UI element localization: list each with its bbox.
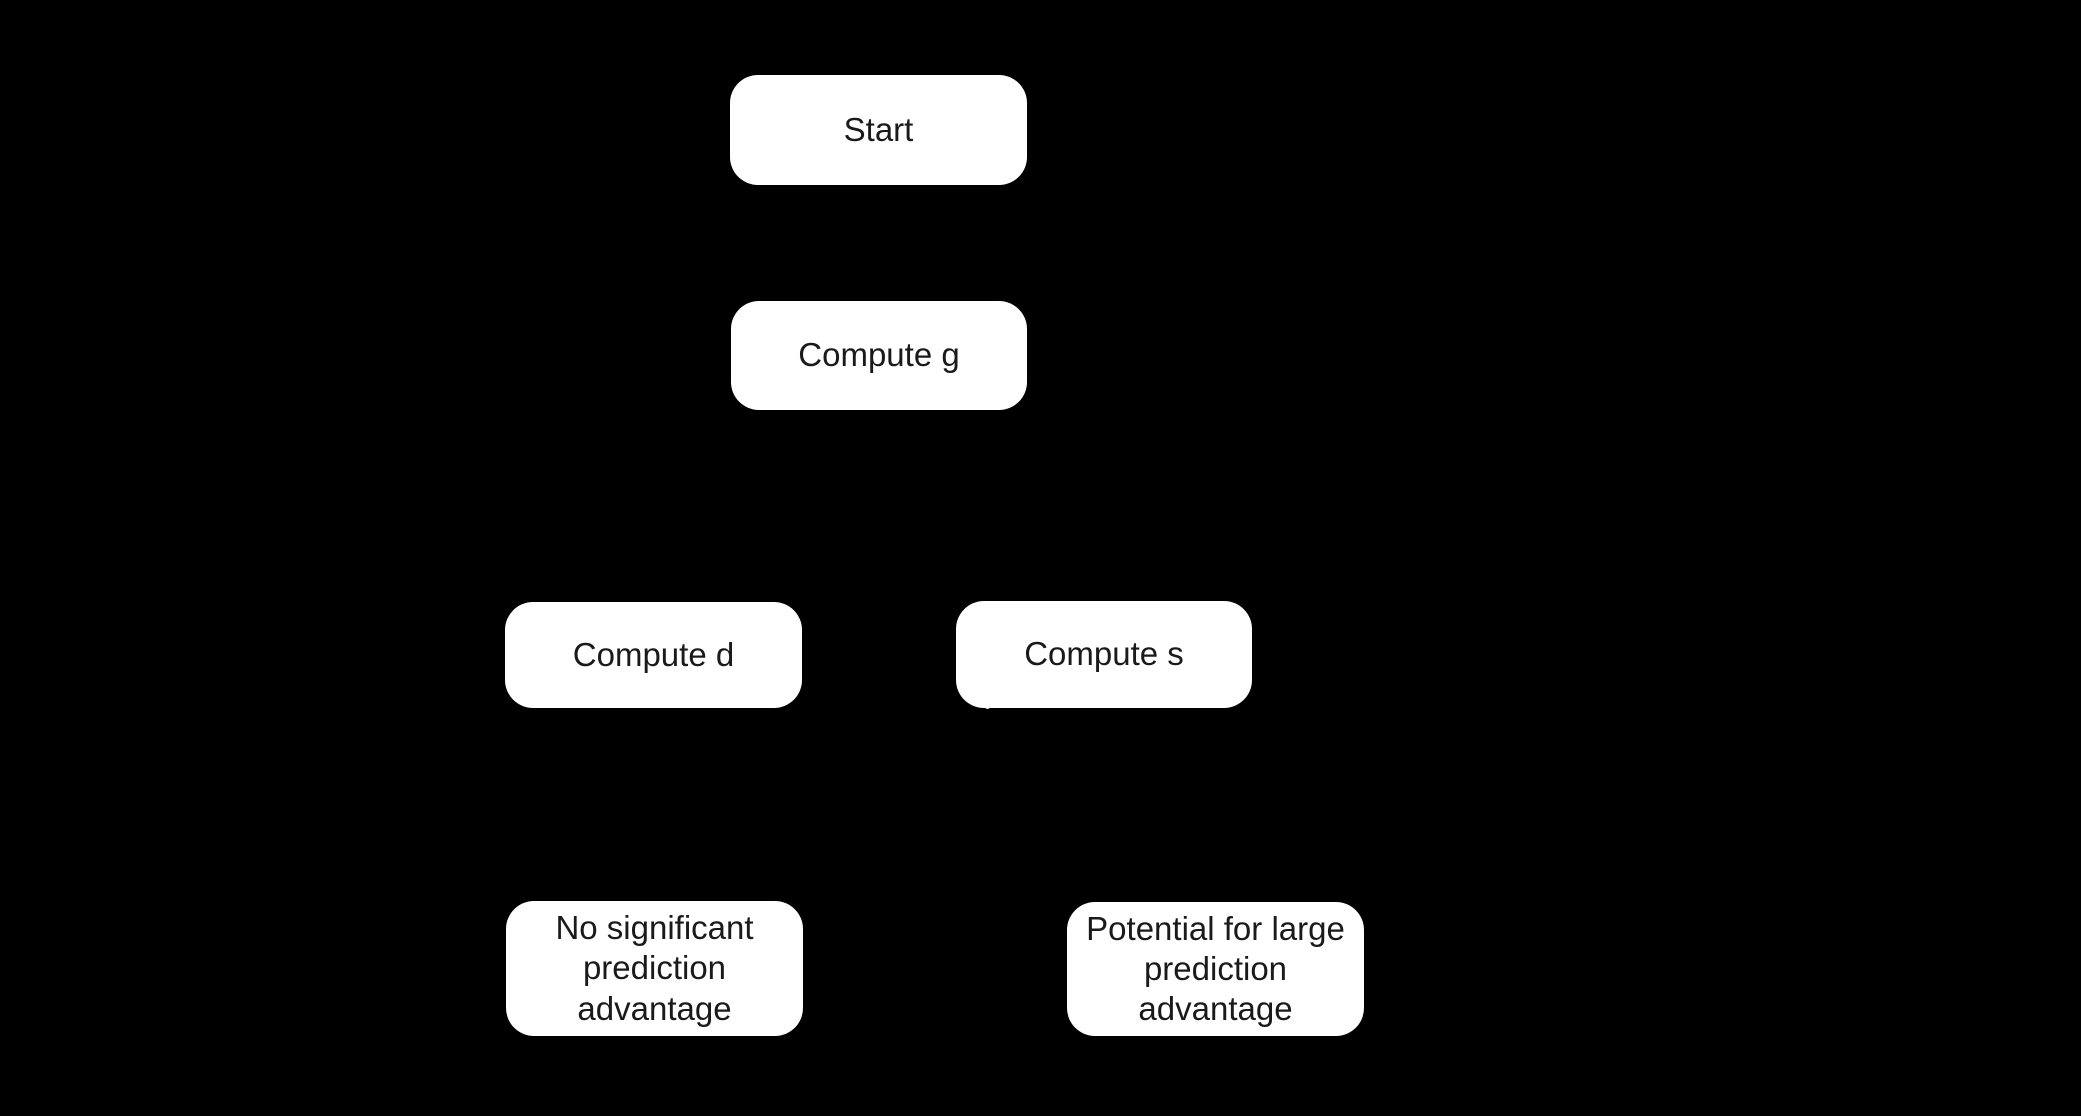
flowchart-node-compute-g: Compute g xyxy=(731,301,1027,410)
node-label-compute-g: Compute g xyxy=(798,336,960,374)
flowchart-node-no-significant-prediction-advantage: No significant prediction advantage xyxy=(506,901,803,1036)
render-artifact-dot xyxy=(985,704,990,709)
flowchart-node-start: Start xyxy=(730,75,1027,185)
flowchart-node-compute-s: Compute s xyxy=(956,601,1252,708)
node-label-no-significant-prediction-advantage: No significant prediction advantage xyxy=(555,909,754,1027)
node-label-compute-s: Compute s xyxy=(1024,635,1184,673)
flowchart-node-potential-for-large-prediction-advantage: Potential for large prediction advantage xyxy=(1067,902,1364,1036)
node-label-potential-for-large-prediction-advantage: Potential for large prediction advantage xyxy=(1086,909,1345,1028)
node-label-compute-d: Compute d xyxy=(572,635,735,673)
node-label-start: Start xyxy=(843,110,914,148)
flowchart-node-compute-d: Compute d xyxy=(505,602,802,708)
